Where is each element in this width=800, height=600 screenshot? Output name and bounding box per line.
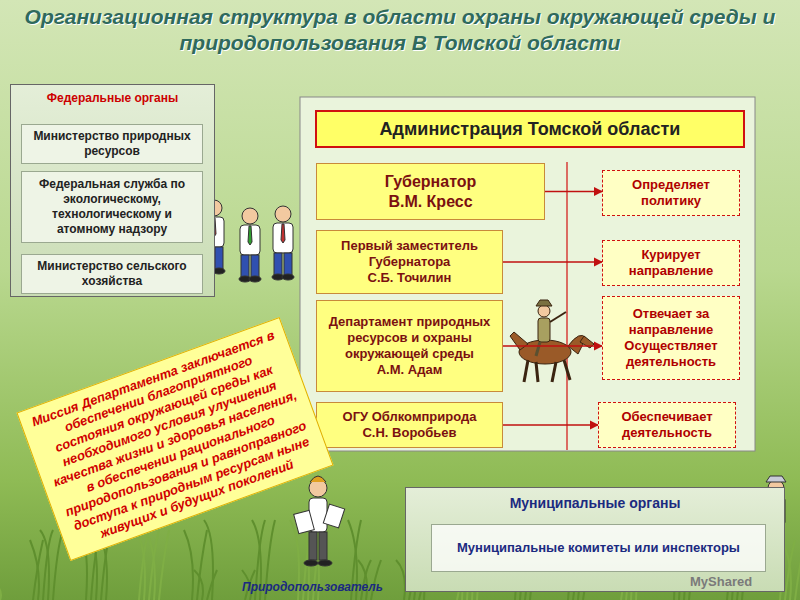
watermark: MyShared xyxy=(690,574,752,590)
agency-box: Министерство сельского хозяйства xyxy=(21,254,203,294)
panel-heading: Муниципальные органы xyxy=(406,496,784,511)
box-text: Курирует направление xyxy=(608,247,734,279)
box-text: Определяет политику xyxy=(608,177,734,209)
box-text: Муниципальные комитеты или инспекторы xyxy=(457,540,740,556)
official-box: ОГУ ОблкомприродаС.Н. Воробьев xyxy=(316,402,503,448)
box-text: Первый заместитель Губернатора xyxy=(323,238,496,270)
role-box: Определяет политику xyxy=(602,170,740,216)
grass-blade xyxy=(184,530,193,600)
mission-note: Миссия Департамента заключается в обеспе… xyxy=(16,317,333,561)
grass-blade xyxy=(0,580,1,600)
grass-blade xyxy=(197,530,207,600)
officials-figure xyxy=(203,200,294,282)
divider-line xyxy=(566,162,567,450)
official-box: Первый заместитель ГубернатораС.Б. Точил… xyxy=(316,230,503,294)
box-text: Миссия Департамента заключается в обеспе… xyxy=(27,327,322,552)
federal-panel: Федеральные органыМинистерство природных… xyxy=(10,84,215,297)
connector-arrow xyxy=(503,345,602,346)
box-text: Федеральная служба по экологическому, те… xyxy=(28,177,196,237)
connector-arrow xyxy=(503,424,598,425)
grass-blade xyxy=(53,530,63,600)
grass-blade xyxy=(204,520,213,600)
box-text: Департамент природных ресурсов и охраны … xyxy=(323,314,496,362)
grass-blade xyxy=(785,540,795,600)
agency-box: Федеральная служба по экологическому, те… xyxy=(21,171,203,243)
role-box: Курирует направление xyxy=(602,240,740,286)
official-box: Департамент природных ресурсов и охраны … xyxy=(316,300,503,392)
person-name: С.Б. Точилин xyxy=(368,270,452,286)
grass-blade xyxy=(795,540,800,600)
grass-blade xyxy=(149,530,159,600)
person-name: С.Н. Воробьев xyxy=(362,425,456,441)
box-text: Обеспечивает деятельность xyxy=(604,409,730,441)
municipal-box: Муниципальные комитеты или инспекторы xyxy=(431,524,766,572)
panel-heading: Федеральные органы xyxy=(11,91,214,106)
agency-box: Министерство природных ресурсов xyxy=(21,124,203,164)
grass-blade xyxy=(207,570,217,600)
box-text: Министерство природных ресурсов xyxy=(28,129,196,159)
grass-blade xyxy=(159,530,169,600)
role-box: Отвечает за направление Осуществляет дея… xyxy=(602,296,740,380)
box-text: Министерство сельского хозяйства xyxy=(28,259,196,289)
grass-blade xyxy=(33,540,43,600)
nature-user-figure xyxy=(294,476,345,566)
grass-blade xyxy=(139,530,149,600)
panel-heading: Администрация Томской области xyxy=(315,110,745,148)
grass-blade xyxy=(396,560,405,600)
connector-arrow xyxy=(503,261,602,262)
box-text: Отвечает за направление Осуществляет дея… xyxy=(608,306,734,370)
diagram-title: Организационная структура в области охра… xyxy=(20,4,780,56)
connector-arrow xyxy=(545,191,602,192)
person-name: В.М. Кресс xyxy=(388,192,472,212)
role-box: Обеспечивает деятельность xyxy=(598,402,736,448)
person-name: А.М. Адам xyxy=(377,362,443,378)
box-text: ОГУ Облкомприрода xyxy=(343,409,477,425)
figure-caption: Природопользователь xyxy=(242,580,383,595)
grass-blade xyxy=(43,530,53,600)
box-text: Губернатор xyxy=(385,172,477,192)
administration-panel: Администрация Томской областиГубернаторВ… xyxy=(300,97,755,451)
official-box: ГубернаторВ.М. Кресс xyxy=(316,163,545,220)
horse-rider-figure xyxy=(510,300,594,382)
administration-panel xyxy=(300,97,755,451)
